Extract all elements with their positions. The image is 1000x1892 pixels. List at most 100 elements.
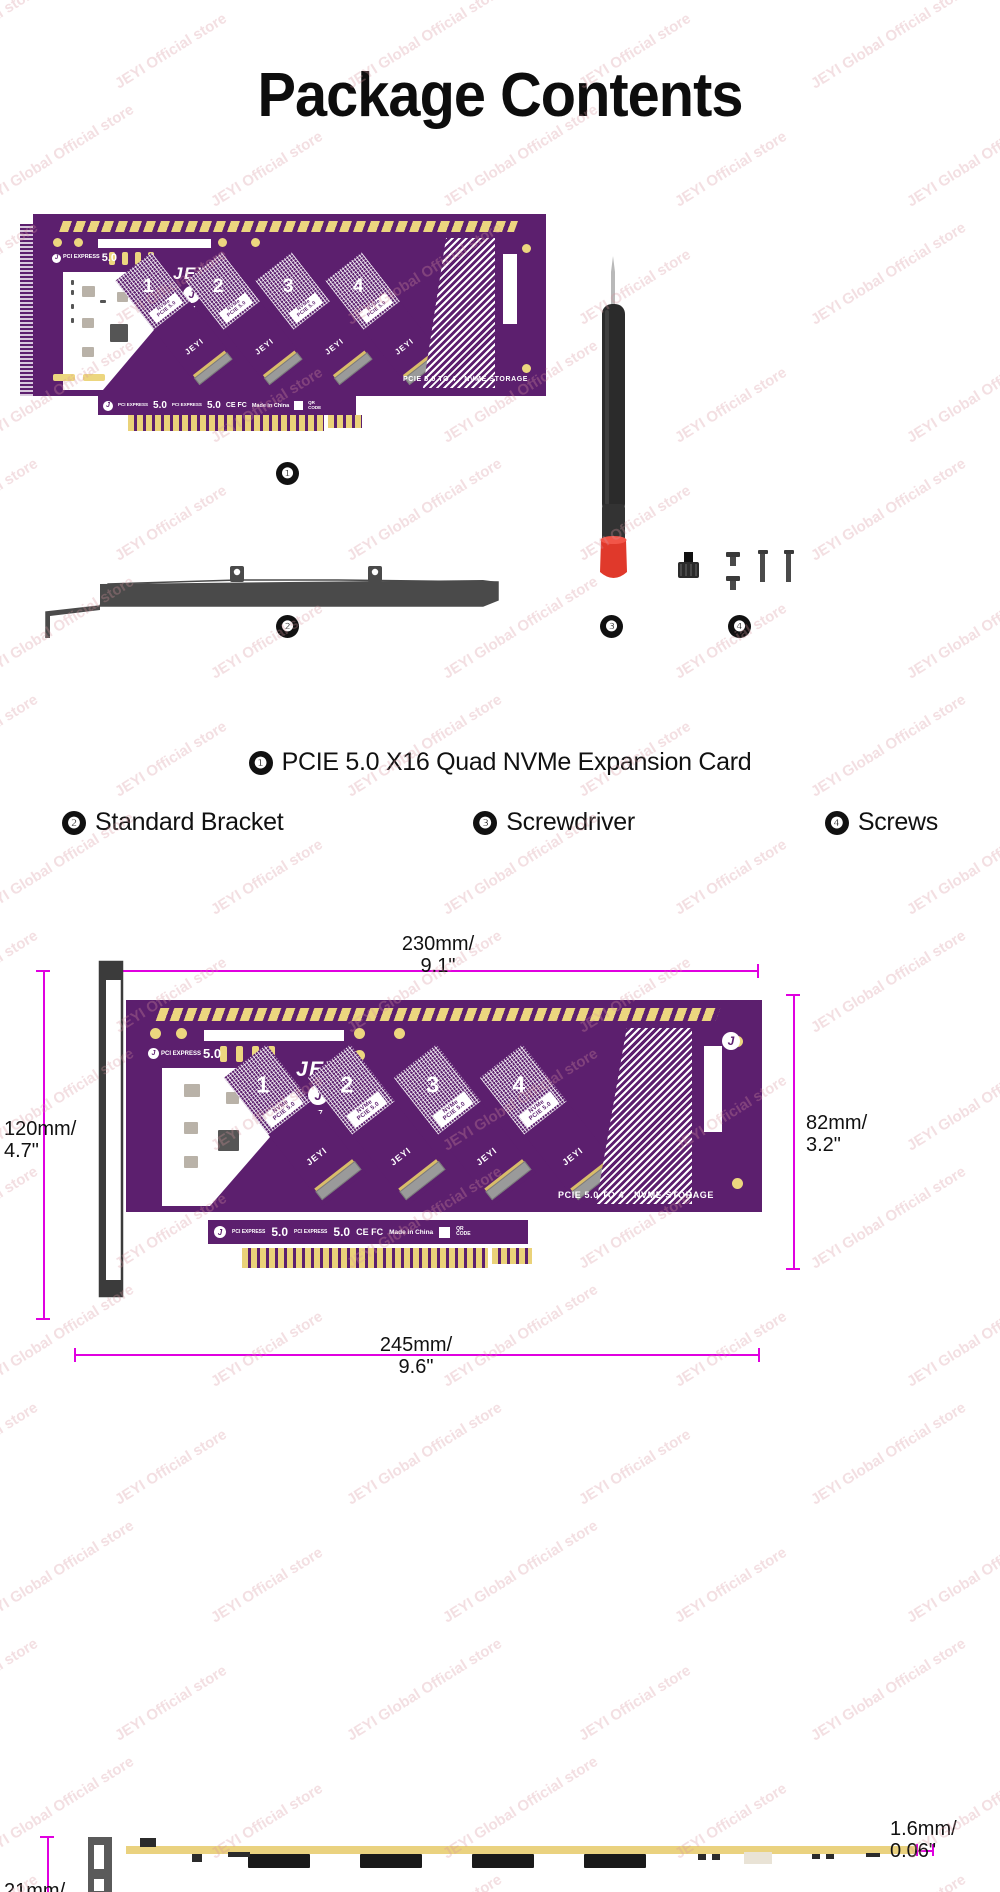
watermark-text: JEYI Global Official store xyxy=(904,1281,1000,1391)
watermark-text: JEYI Global Official store xyxy=(808,1635,969,1745)
gold-pad xyxy=(394,1028,405,1039)
watermark-text: JEYI Global Official store xyxy=(0,1517,137,1627)
m2-connector xyxy=(485,1160,532,1201)
info-pcie-express-2: PCI EXPRESS xyxy=(294,1228,328,1235)
pcie-gold-finger-short xyxy=(492,1248,532,1264)
watermark-text: JEYI Official store xyxy=(672,835,790,919)
info-pcie-version: 5.0 xyxy=(153,400,167,411)
controller-ic xyxy=(218,1130,239,1151)
standard-bracket xyxy=(45,566,499,638)
m2-slot-brand: JEYI xyxy=(393,336,416,357)
legend-badge-2: ❷ xyxy=(62,810,86,835)
jeyi-mark-icon: J xyxy=(103,400,113,411)
gold-pad xyxy=(122,252,128,265)
smd-chip xyxy=(184,1156,198,1168)
smd-part xyxy=(71,318,74,323)
watermark-text: JEYI Official store xyxy=(208,127,326,211)
screws-graphic xyxy=(678,550,794,590)
pcie-express-text: PCI EXPRESS xyxy=(63,254,100,261)
bracket-edge-ticks xyxy=(20,224,34,396)
m2-connector-side-3 xyxy=(472,1854,534,1868)
smd-part xyxy=(71,280,74,285)
edge-component xyxy=(698,1854,706,1860)
marker-4: ❹ xyxy=(728,615,751,638)
m2-connector-side-1 xyxy=(248,1854,310,1868)
page-title: Package Contents xyxy=(257,61,743,130)
dim-line-height-right xyxy=(793,994,795,1270)
smd-chip xyxy=(82,318,94,328)
edge-component xyxy=(712,1854,720,1860)
watermark-text: JEYI Official store xyxy=(208,1307,326,1391)
watermark-text: JEYI Global Official store xyxy=(808,691,969,801)
m2-slot-number: 3 xyxy=(426,1071,440,1098)
pcie-express-badge: J PCI EXPRESS 5.0 xyxy=(148,1046,221,1061)
pcb-hatch-fill xyxy=(596,1028,692,1204)
watermark-text: JEYI Official store xyxy=(672,599,790,683)
legend-label-3: Screwdriver xyxy=(506,808,635,836)
gold-pad xyxy=(83,374,105,381)
gold-pad xyxy=(109,252,115,265)
legend-badge-3: ❸ xyxy=(473,810,498,835)
gold-pad xyxy=(236,1046,243,1062)
watermark-text: JEYI Global Official store xyxy=(0,455,41,564)
gold-pad xyxy=(220,1046,227,1062)
silk-bar xyxy=(704,1046,722,1132)
legend-row-2: ❷ Standard Bracket ❸ Screwdriver ❹ Screw… xyxy=(62,808,938,837)
gold-pad xyxy=(251,238,260,247)
watermark-text: JEYI Official store xyxy=(208,1543,326,1627)
info-pcie-version: 5.0 xyxy=(271,1225,289,1239)
dim-label-profile-height: 21mm/0.8" xyxy=(4,1880,66,1892)
dim-line-width xyxy=(119,970,759,972)
watermark-text: JEYI Global Official store xyxy=(344,1635,505,1745)
watermark-text: JEYI Global Official store xyxy=(808,455,969,565)
pcie-gold-finger-main xyxy=(242,1248,488,1268)
watermark-text: JEYI Global Official store xyxy=(0,1635,41,1744)
gold-pad-row xyxy=(155,1008,721,1021)
info-pcie-version-2: 5.0 xyxy=(206,400,221,411)
m2-slot-brand: JEYI xyxy=(253,336,276,357)
silk-bar xyxy=(204,1030,344,1041)
gold-pad xyxy=(74,238,83,247)
jeyi-mark-icon: J xyxy=(214,1226,226,1238)
watermark-text: JEYI Global Official store xyxy=(808,1871,969,1892)
legend-item-bracket: ❷ Standard Bracket xyxy=(62,808,284,837)
m2-slot-brand: JEYI xyxy=(323,336,346,357)
gold-pad xyxy=(135,252,141,265)
watermark-text: JEYI Official store xyxy=(576,245,694,329)
watermark-text: JEYI Global Official store xyxy=(904,1045,1000,1155)
pcb-info-bar: J PCI EXPRESS 5.0 PCI EXPRESS 5.0 CE FC … xyxy=(98,396,356,415)
smd-chip xyxy=(117,292,128,302)
watermark-text: JEYI Global Official store xyxy=(344,691,505,801)
gold-pad xyxy=(522,364,531,373)
gold-pad-row xyxy=(58,221,519,232)
info-pcie-version-2: 5.0 xyxy=(333,1225,351,1239)
m2-connector-side-4 xyxy=(584,1854,646,1868)
watermark-text: JEYI Global Official store xyxy=(0,1399,41,1508)
dim-cap xyxy=(916,1844,918,1856)
watermark-text: JEYI Global Official store xyxy=(440,1517,601,1627)
dim-label-width: 230mm/9.1" xyxy=(401,933,475,978)
pcie-gold-finger xyxy=(128,415,324,431)
pcb-edge-profile xyxy=(126,1846,916,1854)
gold-pad xyxy=(354,1028,365,1039)
legend-item-screwdriver: ❸ Screwdriver xyxy=(473,808,635,837)
smd-chip xyxy=(82,347,94,357)
watermark-text: JEYI Global Official store xyxy=(344,1399,505,1509)
gold-pad xyxy=(732,1178,743,1189)
watermark-text: JEYI Official store xyxy=(576,1425,694,1509)
dim-line-height-left xyxy=(43,970,45,1320)
made-in-label: Made in China xyxy=(389,1228,434,1236)
gold-pad xyxy=(150,1028,161,1039)
smd-part xyxy=(71,290,74,295)
legend-label-4: Screws xyxy=(857,808,938,836)
edge-connector-white xyxy=(744,1852,772,1864)
m2-connector xyxy=(315,1160,362,1201)
gold-pad xyxy=(53,374,75,381)
gold-pad xyxy=(522,244,531,253)
watermark-text: JEYI Global Official store xyxy=(344,1871,505,1892)
m2-slot-brand: JEYI xyxy=(474,1145,499,1168)
pcb-hatch-fill xyxy=(423,238,495,388)
gold-pad xyxy=(53,238,62,247)
